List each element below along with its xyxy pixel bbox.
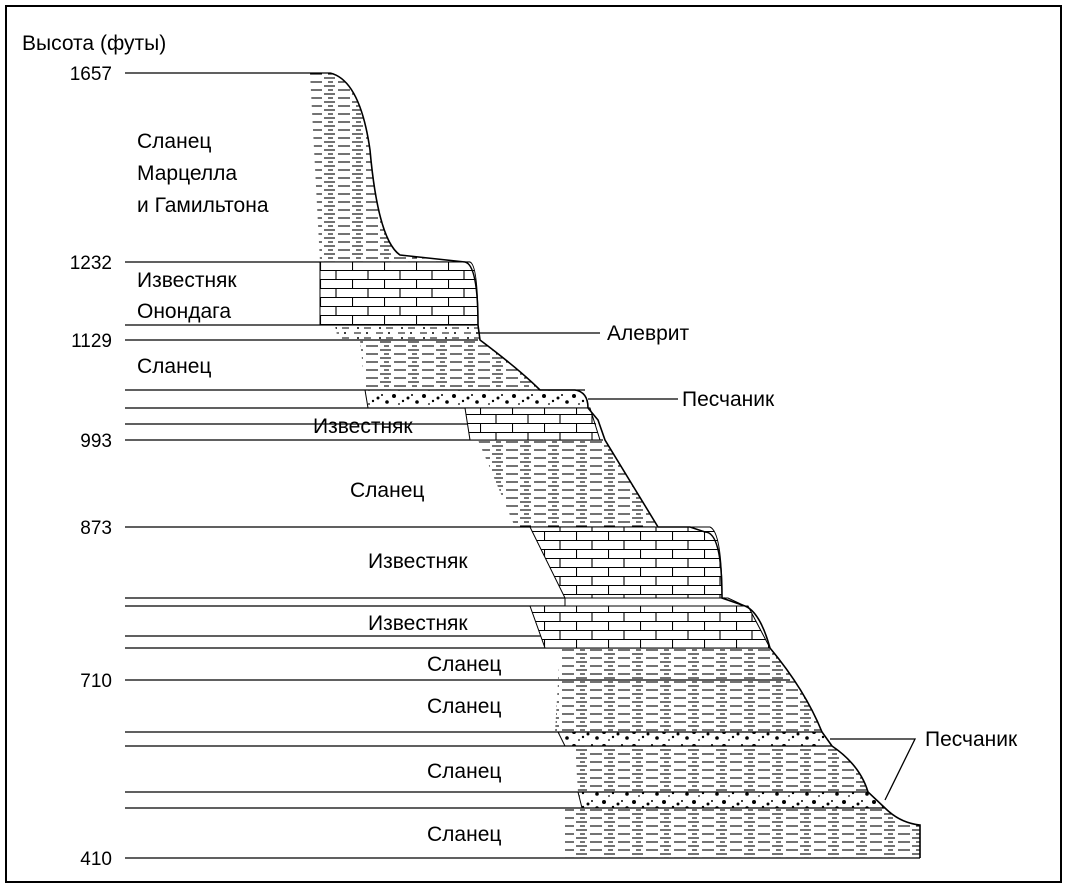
sandstone-band-upper	[364, 389, 589, 409]
elevation-label: 1657	[70, 64, 112, 85]
layer-labels: Сланец Марцелла и Гамильтона Известняк О…	[137, 130, 501, 846]
limestone-label: Известняк	[313, 415, 413, 438]
siltstone-callout: Алеврит	[607, 322, 690, 345]
shale-band-c	[555, 648, 822, 732]
callout-leaders	[478, 332, 917, 801]
shale-label: Сланец	[427, 695, 501, 718]
sandstone-band-lower-a	[557, 731, 833, 747]
shale-band-a	[360, 340, 540, 390]
shale-band-d	[575, 746, 868, 792]
elevation-labels: 1657 1232 1129 993 873 710 410	[70, 64, 112, 870]
shale-band-e	[565, 808, 920, 858]
elevation-label: 873	[80, 518, 112, 539]
diagram-frame	[5, 5, 1062, 883]
onondaga-label-line1: Известняк	[137, 269, 237, 292]
limestone-label: Известняк	[368, 612, 468, 635]
sandstone-callout: Песчаник	[682, 388, 775, 411]
limestone-band-a	[464, 407, 601, 441]
limestone-label: Известняк	[368, 550, 468, 573]
shale-band-b	[478, 440, 658, 527]
limestone-band-c	[529, 605, 771, 649]
marcellus-label-line3: и Гамильтона	[137, 194, 269, 217]
shale-label: Сланец	[427, 760, 501, 783]
shale-label: Сланец	[427, 823, 501, 846]
limestone-band-b	[529, 526, 723, 599]
elevation-label: 1129	[71, 331, 112, 352]
shale-label: Сланец	[137, 355, 211, 378]
callout-labels: Алеврит Песчаник Песчаник	[607, 322, 1018, 751]
sandstone-band-lower-b	[577, 791, 887, 809]
marcellus-label-line2: Марцелла	[137, 162, 237, 185]
onondaga-limestone-band	[319, 261, 479, 326]
siltstone-band	[335, 325, 480, 340]
cliff-profile	[329, 72, 921, 858]
elevation-label: 710	[80, 671, 112, 692]
elevation-label: 410	[80, 849, 112, 870]
marcellus-label-line1: Сланец	[137, 130, 211, 153]
shale-label: Сланец	[427, 653, 501, 676]
elevation-label: 1232	[70, 253, 112, 274]
elevation-label: 993	[80, 431, 112, 452]
shale-label: Сланец	[350, 479, 424, 502]
sandstone-callout: Песчаник	[925, 728, 1018, 751]
onondaga-label-line2: Онондага	[137, 300, 231, 323]
marcellus-shale-band	[310, 73, 470, 262]
limestone-band-c-chert	[564, 597, 746, 607]
axis-title: Высота (футы)	[22, 32, 166, 55]
lithology	[310, 73, 920, 858]
